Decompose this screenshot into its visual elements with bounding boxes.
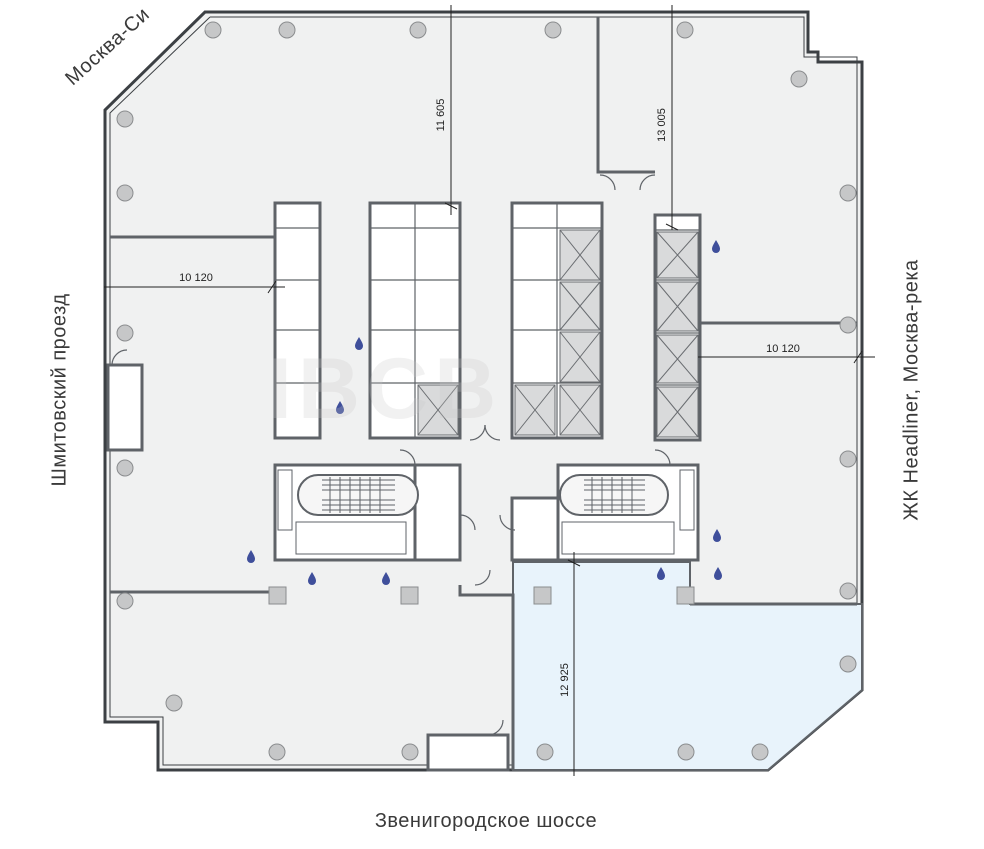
dimension-12925: 12 925 bbox=[559, 663, 571, 697]
street-label-bottom: Звенигородское шоссе bbox=[374, 810, 598, 832]
dimension-11605: 11 605 bbox=[435, 99, 447, 132]
doors bbox=[111, 174, 671, 736]
columns bbox=[116, 21, 857, 761]
water-drop-icons bbox=[247, 240, 722, 585]
dimension-10120-left: 10 120 bbox=[179, 272, 213, 284]
dimension-10120-right: 10 120 bbox=[766, 343, 800, 355]
watermark-logo: IBCB bbox=[268, 341, 503, 437]
street-label-left: Шмитовский проезд bbox=[48, 293, 71, 487]
street-label-right: ЖК Headliner, Москва-река bbox=[900, 259, 923, 521]
highlighted-zone[interactable] bbox=[512, 561, 863, 771]
stairs bbox=[277, 469, 695, 555]
shaft-crosses bbox=[417, 229, 699, 438]
partition-walls bbox=[110, 17, 857, 770]
dimension-lines bbox=[104, 5, 875, 776]
dimension-13005: 13 005 bbox=[656, 108, 668, 142]
